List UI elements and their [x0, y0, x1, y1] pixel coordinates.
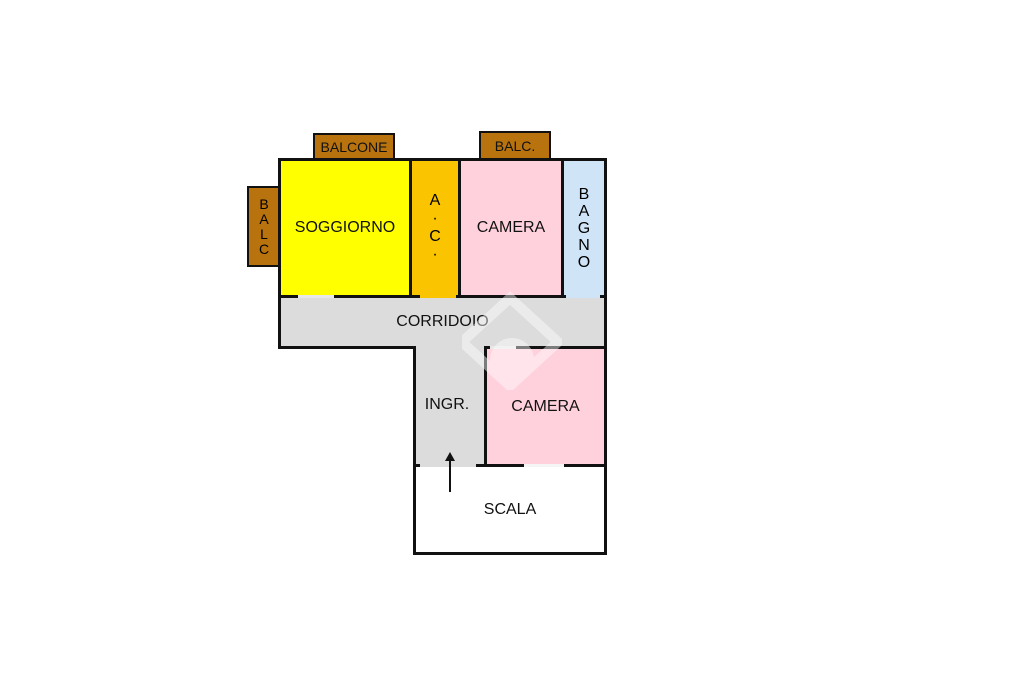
room-scala: SCALA — [413, 464, 607, 555]
room-ac-letter: · — [432, 246, 438, 263]
door-soggiorno — [298, 295, 334, 298]
balcony-left-letter: A — [259, 210, 269, 227]
room-camera-top-label: CAMERA — [476, 219, 546, 236]
door-ac — [420, 295, 456, 298]
room-bagno-letter: N — [578, 236, 590, 254]
balcony-left-letter: C — [258, 240, 270, 257]
room-ac-letter: C — [429, 228, 441, 245]
up-arrow-icon — [445, 452, 455, 492]
room-scala-label: SCALA — [483, 500, 537, 518]
room-camera-bottom-label: CAMERA — [511, 397, 580, 415]
room-ingresso: INGR. — [413, 346, 487, 467]
room-bagno-letter: B — [578, 185, 590, 203]
house-logo-watermark — [462, 291, 562, 390]
room-bagno-letter: O — [577, 253, 591, 271]
window-camera-bottom — [524, 464, 564, 467]
balcony-top-right: BALC. — [479, 131, 551, 161]
room-ac: A · C · — [409, 158, 461, 298]
balcony-left: B A L C — [247, 186, 281, 267]
room-ac-label: A · C · — [429, 192, 441, 264]
balcony-left-label: B A L C — [258, 195, 270, 257]
room-ac-letter: · — [432, 210, 438, 227]
room-ac-letter: A — [429, 192, 441, 209]
room-soggiorno-label: SOGGIORNO — [294, 219, 396, 236]
door-entrance — [420, 464, 476, 467]
balcony-top-right-label: BALC. — [494, 138, 536, 154]
room-bagno: B A G N O — [561, 158, 607, 298]
room-bagno-letter: A — [578, 202, 590, 220]
room-corridoio-label: CORRIDOIO — [396, 313, 489, 330]
room-camera-bottom: CAMERA — [484, 346, 607, 467]
room-bagno-letter: G — [577, 219, 591, 237]
room-camera-top: CAMERA — [458, 158, 564, 298]
balcony-left-letter: L — [260, 225, 268, 242]
door-camera-bottom — [490, 346, 516, 349]
room-bagno-label: B A G N O — [578, 186, 590, 271]
door-bagno — [566, 295, 600, 298]
balcony-top-left: BALCONE — [313, 133, 395, 161]
balcony-left-letter: B — [259, 195, 269, 212]
balcony-top-left-label: BALCONE — [320, 139, 388, 155]
room-soggiorno: SOGGIORNO — [278, 158, 412, 298]
room-ingresso-label: INGR. — [424, 396, 470, 413]
